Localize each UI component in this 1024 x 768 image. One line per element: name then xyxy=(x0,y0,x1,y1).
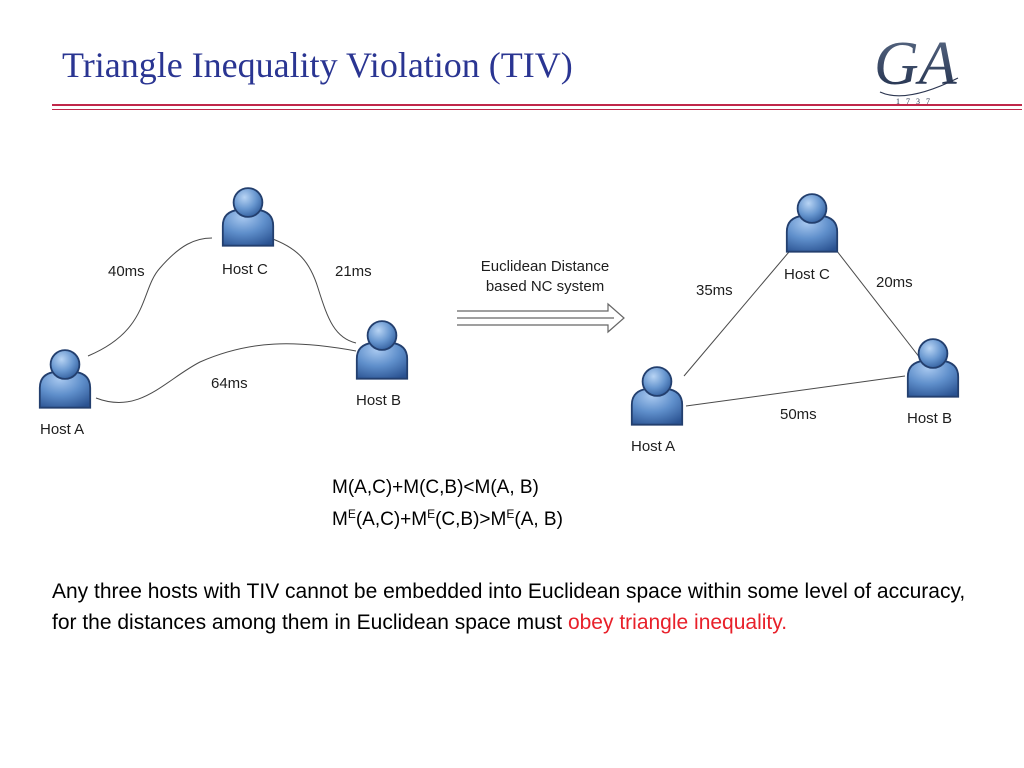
logo: GA 1737 xyxy=(874,30,959,106)
transform-arrow xyxy=(457,302,625,334)
formula-sup: E xyxy=(347,507,356,521)
host-a-icon xyxy=(630,366,684,426)
host-b-icon xyxy=(355,320,409,380)
diagram: Host C Host B Host A 40ms 21ms 64ms Eucl… xyxy=(38,187,960,455)
edge-ac-label: 40ms xyxy=(108,263,145,280)
host-a-icon xyxy=(38,349,92,409)
edge-c-b-line xyxy=(832,245,921,359)
formula-sup: E xyxy=(506,507,515,521)
edge-a-b-curve xyxy=(95,343,357,403)
formulas: M(A,C)+M(C,B)<M(A, B) ME(A,C)+ME(C,B)>ME… xyxy=(332,474,563,533)
formula-part1: (A,C)+M xyxy=(355,509,428,530)
edge-a-b-line xyxy=(685,375,906,407)
body-highlight: obey triangle inequality. xyxy=(567,611,788,634)
slide-title: Triangle Inequality Violation (TIV) xyxy=(62,45,573,85)
arrow-label-line1: Euclidean Distance xyxy=(481,258,609,275)
formula-sup: E xyxy=(427,507,436,521)
host-b-label: Host B xyxy=(356,392,401,409)
edge-cb-label: 21ms xyxy=(335,263,372,280)
host-c-label: Host C xyxy=(222,261,268,278)
logo-monogram: GA xyxy=(874,30,958,98)
host-c-icon xyxy=(221,187,275,247)
title-rule-thin xyxy=(52,109,1022,110)
body-paragraph: Any three hosts with TIV cannot be embed… xyxy=(52,576,982,638)
formula-measured: M(A,C)+M(C,B)<M(A, B) xyxy=(332,477,539,498)
edge-cb-label: 20ms xyxy=(876,274,913,291)
formula-part2: (C,B)>M xyxy=(435,509,507,530)
edge-ac-label: 35ms xyxy=(696,282,733,299)
edge-ab-label: 64ms xyxy=(211,375,248,392)
edge-a-c-curve xyxy=(87,237,213,357)
arrow-label-line2: based NC system xyxy=(486,278,604,295)
formula-part3: (A, B) xyxy=(514,509,563,530)
edge-ab-label: 50ms xyxy=(780,406,817,423)
host-b-icon xyxy=(906,338,960,398)
host-c-icon xyxy=(785,193,839,253)
title-rule xyxy=(52,104,1022,106)
host-c-label: Host C xyxy=(784,266,830,283)
logo-year: 1737 xyxy=(896,97,936,106)
host-b-label: Host B xyxy=(907,410,952,427)
formula-m: M xyxy=(332,509,348,530)
host-a-label: Host A xyxy=(40,421,84,438)
body-text: Any three hosts with TIV cannot be embed… xyxy=(52,580,966,634)
host-a-label: Host A xyxy=(631,438,675,455)
edge-a-c-line xyxy=(683,245,795,377)
formula-euclidean: ME(A,C)+ME(C,B)>ME(A, B) xyxy=(332,501,563,533)
edge-c-b-curve xyxy=(269,237,357,344)
